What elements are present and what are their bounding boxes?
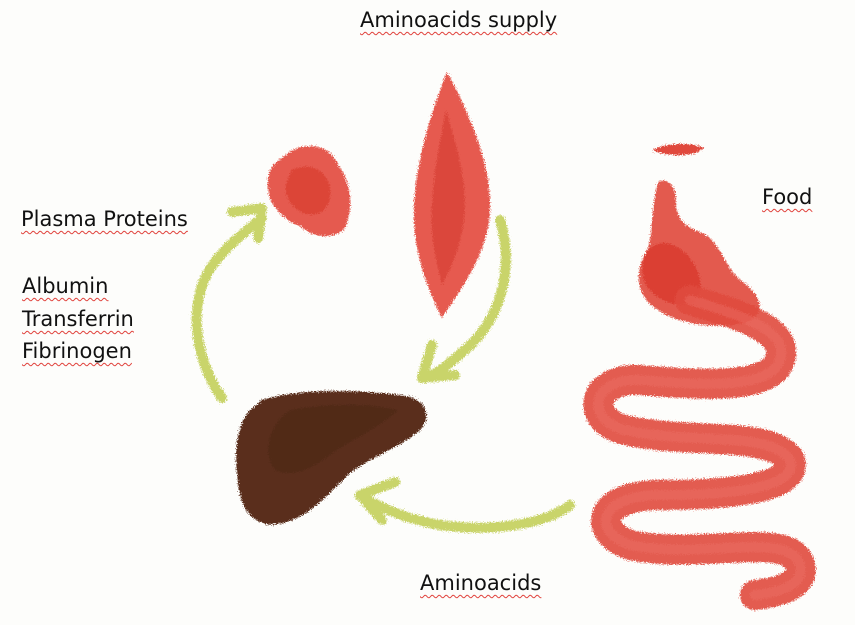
arrow-muscle-to-liver-icon [417,215,511,383]
arrow-intestine-to-liver-icon [355,477,575,533]
muscle-icon [413,72,491,318]
liver-icon [236,391,427,525]
digestive-tract-icon [583,285,816,610]
transferrin-label: Transferrin [22,307,134,331]
arrow-liver-to-plasma-icon [191,203,267,403]
aminoacids-supply-label: Aminoacids supply [360,8,558,32]
plasma-proteins-label: Plasma Proteins [21,207,188,231]
aminoacids-label: Aminoacids [420,571,542,595]
albumin-label: Albumin [22,274,109,298]
food-label: Food [762,185,813,209]
fibrinogen-label: Fibrinogen [22,339,132,363]
plasma-protein-blob-icon [267,145,351,237]
